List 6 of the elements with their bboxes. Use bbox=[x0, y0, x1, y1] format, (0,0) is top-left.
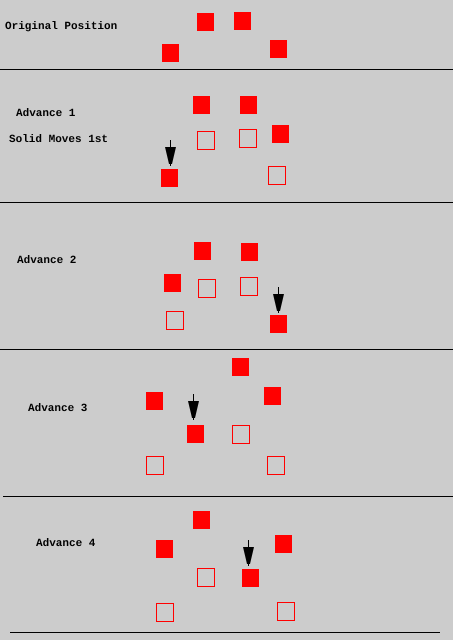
panel-label: Advance 3 bbox=[28, 402, 88, 416]
panel-label: Solid Moves 1st bbox=[9, 133, 108, 147]
panel-label: Advance 2 bbox=[17, 254, 76, 268]
panel-label: Advance 1 bbox=[16, 107, 76, 121]
panel-label: Advance 4 bbox=[36, 537, 96, 551]
panel-label: Original Position bbox=[5, 20, 118, 34]
